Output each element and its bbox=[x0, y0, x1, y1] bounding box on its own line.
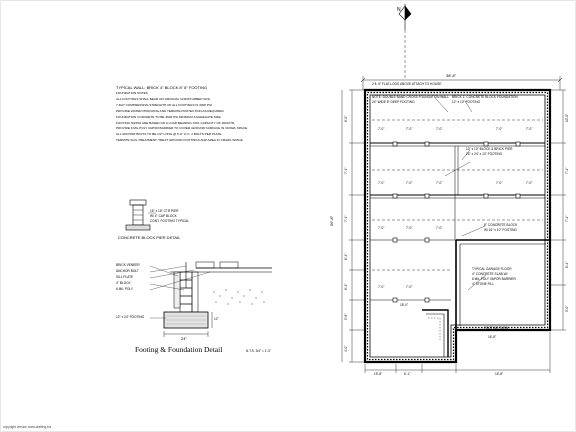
footing-callout: SILL PLATE bbox=[116, 275, 134, 279]
bay-dim: 7'-0" bbox=[406, 181, 413, 185]
plan-note: 8" CONCRETE BLOCK bbox=[484, 223, 518, 227]
note-line: PROVIDE 6 MIL POLY VAPOR BARRIER TO COVE… bbox=[116, 126, 248, 131]
plan-note: 12" x 10" FOOTING bbox=[452, 100, 481, 104]
plan-note: 10" x 10" BLOCK & BRICK PIER bbox=[466, 147, 513, 151]
side-dim: 6'-4" bbox=[344, 253, 348, 260]
bay-dim: 7'-0" bbox=[496, 181, 503, 185]
bay-dim: 7'-0" bbox=[526, 181, 533, 185]
pier-label: CONT. FOOTING TYPICAL bbox=[150, 219, 190, 223]
foundation-plan bbox=[341, 76, 566, 373]
plan-note: BRICK 1" CONCRETE BLOCK FOUNDATION bbox=[452, 95, 518, 99]
note-line: PROVIDE WATER PROOFING AND TERMITE PROTE… bbox=[116, 108, 224, 113]
bay-dim: 7'-0" bbox=[406, 127, 413, 131]
note-line: ALL ANCHOR BOLTS TO BE 1/2" LONG @ 6'-0"… bbox=[116, 132, 222, 137]
plan-note: FOOTING TURN bbox=[484, 326, 509, 330]
foundation-notes: FOUNDATION NOTES ALL FOOTINGS SHALL BEAR… bbox=[116, 91, 266, 145]
garage-note: 6 MIL POLY VAPOR BARRIER bbox=[472, 277, 516, 281]
note-line: ALL FOOTINGS SHALL BEAR ON ORIGINAL UNDI… bbox=[116, 96, 211, 101]
bay-dim: 7'-0" bbox=[436, 226, 443, 230]
side-dim: 6'-4" bbox=[344, 283, 348, 290]
right-dim: 7'-4" bbox=[565, 215, 569, 222]
right-dim: 5'-0" bbox=[565, 305, 569, 312]
plan-note: 24" x 24" x 10" FOOTING bbox=[466, 152, 503, 156]
note-line: 7-DAY COMPRESSIVE STRENGTH OF ALL FOOTIN… bbox=[116, 102, 212, 107]
overall-width-dim: 38'-8" bbox=[446, 73, 457, 78]
footing-detail-scale: N.T.S. 3/4" = 1'-0" bbox=[246, 349, 272, 353]
right-dim: 10'-0" bbox=[565, 113, 569, 122]
pier-detail-title: CONCRETE BLOCK PIER DETAIL bbox=[118, 235, 181, 240]
pier-label: 16" x 16" CTR PIER bbox=[150, 209, 179, 213]
bottom-dim: 16'-8" bbox=[495, 372, 504, 376]
footing-callout: ANCHOR BOLT bbox=[116, 269, 139, 273]
garage-note: 4" CONCRETE SLAB W/ bbox=[472, 272, 508, 276]
footing-width-dim: 24" bbox=[181, 336, 187, 341]
side-dim: 7'-4" bbox=[344, 167, 348, 174]
bay-dim: 7'-0" bbox=[378, 127, 385, 131]
footing-detail-title: Footing & Foundation Detail bbox=[135, 345, 223, 354]
plan-note: 2 ft. 6" FLAT-LOGS ABOVE ATTACH TO HOUSE bbox=[372, 82, 442, 86]
footing-callout: 6 MIL POLY bbox=[116, 287, 134, 291]
inner-dim: 18'-0" bbox=[400, 303, 409, 307]
bay-dim: 7'-0" bbox=[406, 285, 413, 289]
bay-dim: 7'-0" bbox=[436, 181, 443, 185]
bottom-dim: 6'-1" bbox=[404, 372, 411, 376]
plan-note: W/ 16" x 10" FOOTING bbox=[484, 228, 517, 232]
bay-dim: 7'-0" bbox=[378, 181, 385, 185]
overall-depth-dim: 56'-8" bbox=[329, 215, 334, 226]
pier-label: W/ 4" CAP BLOCK bbox=[150, 214, 177, 218]
plan-note: NOTE: DOUBLE BAND CROSS FOUNDATION WALL bbox=[372, 95, 449, 99]
bottom-dim: 15'-8" bbox=[374, 372, 383, 376]
pier-detail-drawing bbox=[125, 199, 156, 231]
footing-detail-drawing bbox=[149, 261, 272, 337]
notes-header: TYPICAL WALL: BRICK 4" BLOCK 8" 8" FOOTI… bbox=[116, 85, 208, 90]
footing-depth-dim: 12" bbox=[214, 317, 219, 321]
bay-dim: 7'-0" bbox=[496, 127, 503, 131]
note-line: FOUNDATION CONCRETE TO BE 3000 PSI MINIM… bbox=[116, 114, 221, 119]
side-dim: 5'-8" bbox=[344, 313, 348, 320]
garage-note: TYPICAL GARAGE FLOOR bbox=[472, 267, 512, 271]
note-line: FOOTING SIZING ARE BASED ON A LOAD BEARI… bbox=[116, 120, 235, 125]
bay-dim: 7'-0" bbox=[378, 226, 385, 230]
footing-callout: BRICK VENEER bbox=[116, 263, 140, 267]
footing-callout: 12" x 24" FOOTING bbox=[116, 315, 145, 319]
garage-note: 4" STONE FILL bbox=[472, 282, 494, 286]
plan-note: 24" WIDE 8" DEEP FOOTING bbox=[372, 100, 415, 104]
north-label: N bbox=[397, 7, 401, 13]
bay-dim: 7'-0" bbox=[378, 285, 385, 289]
bay-dim: 7'-0" bbox=[406, 226, 413, 230]
north-arrow-icon bbox=[398, 4, 412, 30]
footer-credit: copyright version www.drafting.biz bbox=[3, 425, 52, 429]
bay-dim: 7'-0" bbox=[436, 127, 443, 131]
side-dim: 7'-4" bbox=[344, 215, 348, 222]
side-dim: 6'-0" bbox=[344, 115, 348, 122]
note-line: FOUNDATION NOTES bbox=[116, 91, 148, 95]
bay-dim: 7'-0" bbox=[526, 127, 533, 131]
note-line: TERMITE SOIL TREATMENT: TREAT GROUND FOO… bbox=[116, 138, 243, 143]
right-dim: 7'-4" bbox=[565, 167, 569, 174]
side-dim: 4'-0" bbox=[344, 345, 348, 352]
right-dim: 6'-4" bbox=[565, 261, 569, 268]
footing-callout: 4" BLOCK bbox=[116, 281, 131, 285]
inner-dim: 16'-8" bbox=[488, 335, 497, 339]
